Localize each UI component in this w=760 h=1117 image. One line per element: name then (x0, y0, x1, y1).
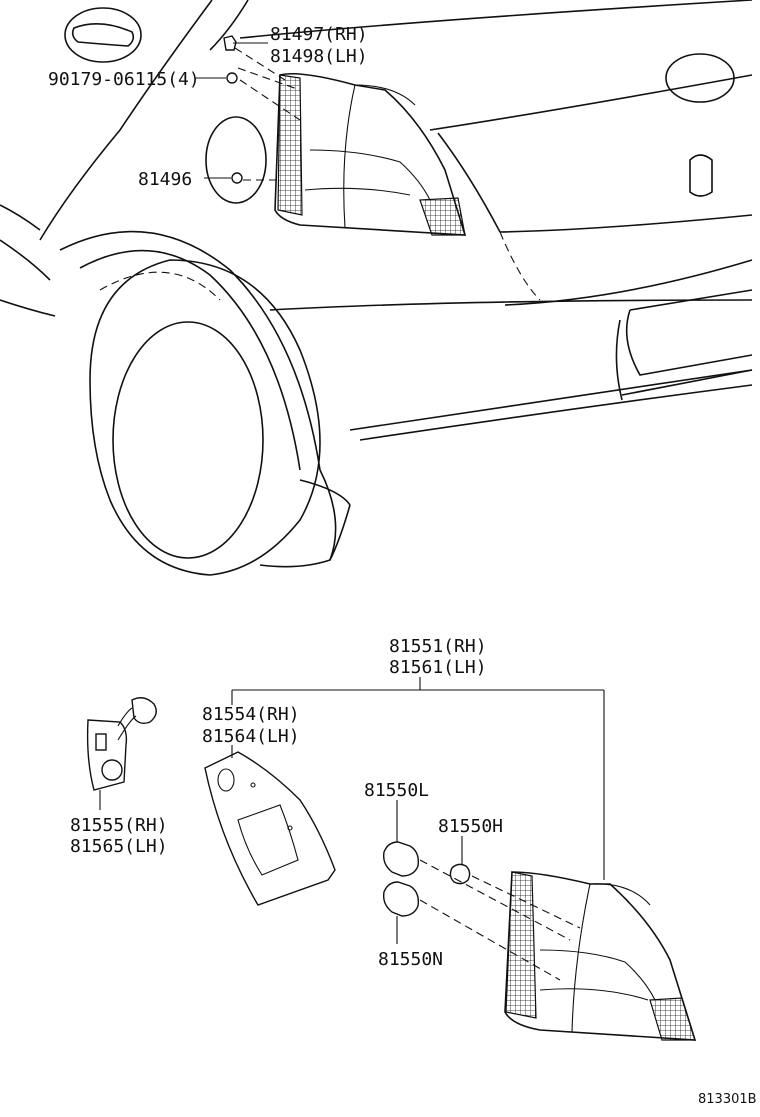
clip-fastener (223, 35, 237, 51)
callout-c3: 81496 (138, 169, 192, 190)
callout-c1-line-1: 81497(RH) (270, 24, 368, 45)
callout-c3-line-1: 81496 (138, 169, 192, 190)
callout-c4-line-1: 81551(RH) (389, 636, 487, 657)
bulb-81550l (382, 841, 420, 877)
callout-c2-line-1: 90179-06115(4) (48, 69, 200, 90)
reference-code: 813301B (698, 1092, 757, 1107)
callout-c9-line-1: 81550N (378, 949, 443, 970)
door-handle (64, 7, 142, 63)
callout-c4-line-2: 81561(LH) (389, 657, 487, 678)
callout-c5-line-2: 81564(LH) (202, 726, 300, 747)
callout-c8-line-1: 81550H (438, 816, 503, 837)
callout-c1: 81497(RH) 81498(LH) (270, 24, 368, 67)
callout-c2: 90179-06115(4) (48, 69, 200, 90)
callout-c6-line-2: 81565(LH) (70, 836, 168, 857)
grommet-fastener (231, 172, 243, 184)
fuel-lid (205, 116, 267, 204)
callout-c6: 81555(RH) 81565(LH) (70, 815, 168, 857)
callout-c7-line-1: 81550L (364, 780, 429, 801)
vehicle-rear-illustration (0, 0, 753, 576)
gasket-part (204, 751, 336, 906)
nut-fastener (226, 72, 238, 84)
callout-c8: 81550H (438, 816, 503, 837)
callout-c1-line-2: 81498(LH) (270, 46, 368, 67)
callout-c4: 81551(RH) 81561(LH) (389, 636, 487, 678)
callout-c9: 81550N (378, 949, 443, 970)
callout-c7: 81550L (364, 780, 429, 801)
bulb-81550n (382, 881, 420, 917)
tail-lamp-assembly (504, 871, 697, 1041)
callout-c5: 81554(RH) 81564(LH) (202, 704, 300, 747)
callout-c5-line-1: 81554(RH) (202, 704, 300, 725)
socket-and-wire-part (86, 697, 157, 791)
leader-c4 (231, 677, 605, 880)
installed-tail-lamp (274, 72, 467, 236)
callout-c6-line-1: 81555(RH) (70, 815, 168, 836)
